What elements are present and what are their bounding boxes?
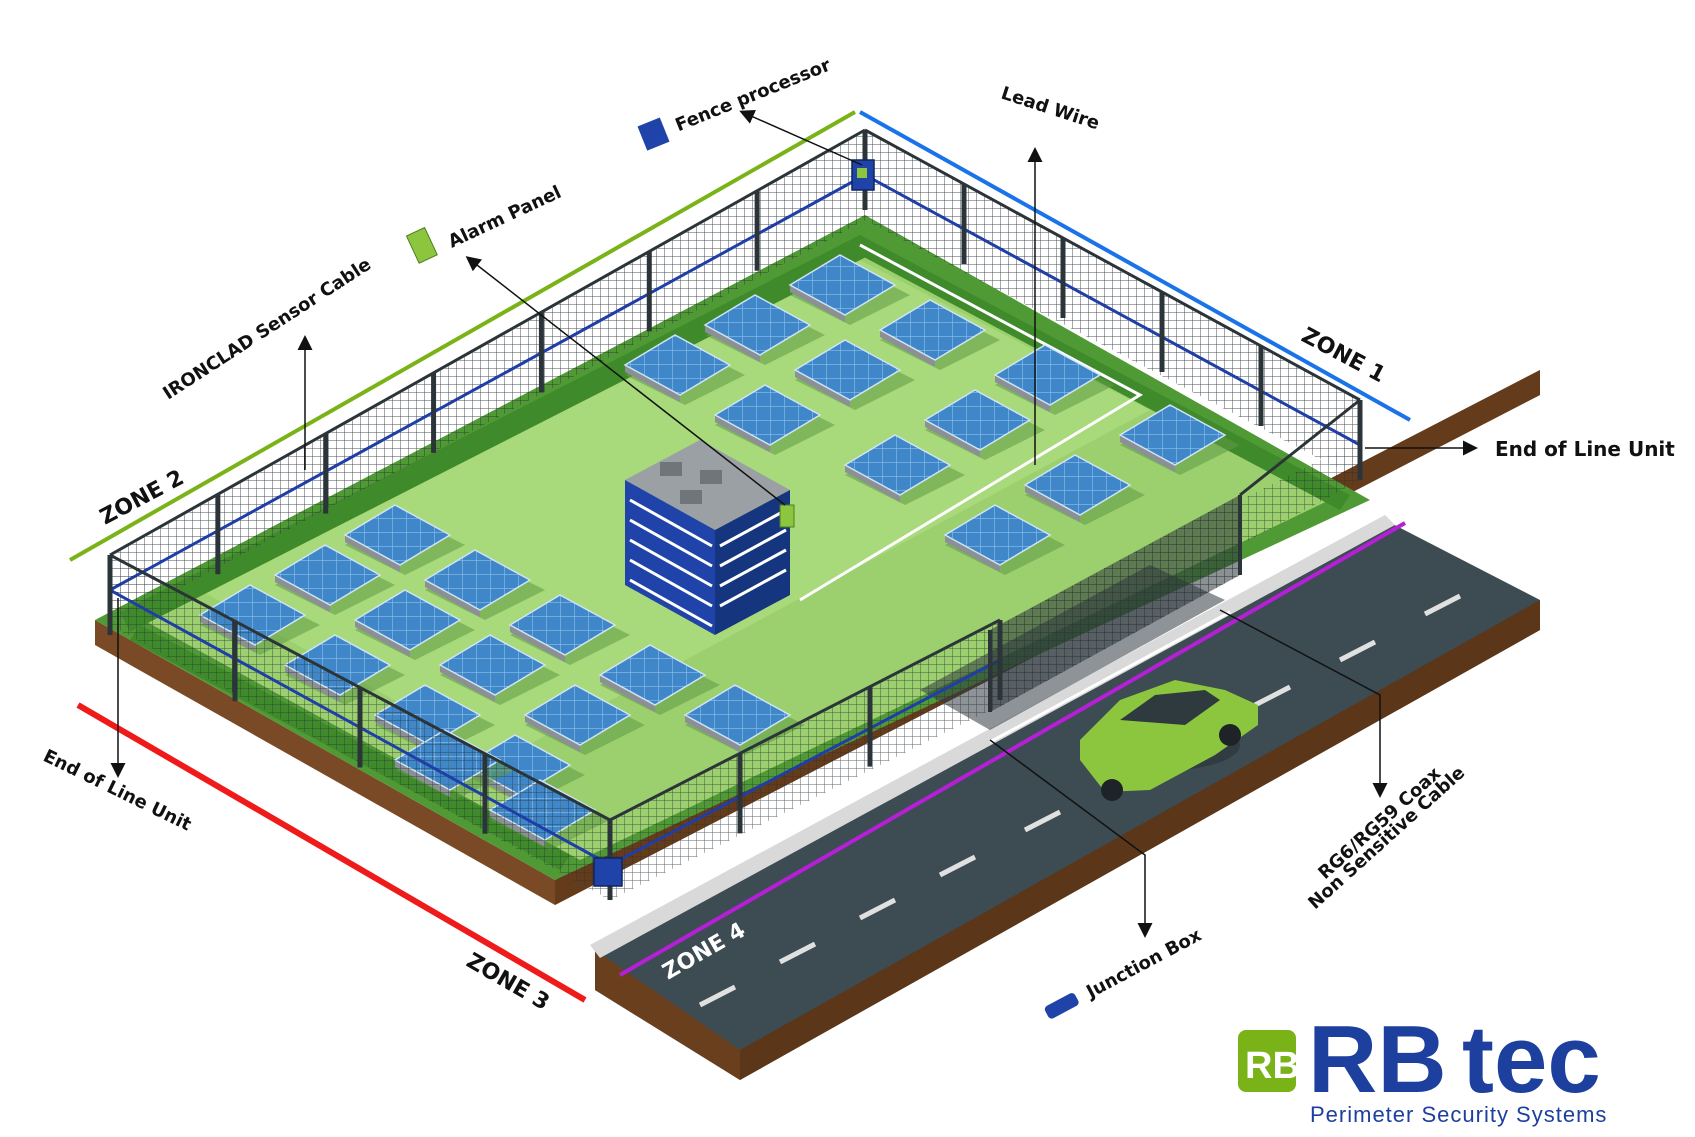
solar-panel-icon (343, 504, 465, 575)
zone1-line (859, 110, 1411, 422)
fence-rail (864, 128, 1361, 402)
zone3-line (76, 702, 587, 1003)
alarm-panel-label: Alarm Panel (445, 182, 565, 253)
road (590, 515, 1540, 1080)
coax-label-line2: Non Sensitive Cable (1304, 762, 1469, 913)
eol-right-label: End of Line Unit (1495, 437, 1675, 461)
solar-panel-icon (523, 684, 645, 755)
solar-panel-icon (993, 344, 1115, 415)
fence-rail (1239, 398, 1361, 497)
curb (590, 515, 1395, 958)
callout-arrows (110, 109, 1478, 938)
fence-rail (109, 128, 866, 557)
lead-wire-label: Lead Wire (998, 83, 1102, 135)
car-icon (1080, 680, 1258, 801)
solar-panel-icon (788, 254, 910, 325)
logo-mark-icon (1238, 1030, 1296, 1092)
solar-panel-icon (878, 299, 1000, 370)
fence-processor-icon (637, 117, 670, 151)
solar-panel-icon (923, 389, 1045, 460)
solar-panel-icon (423, 549, 545, 620)
brand-logo: RB RB tec Perimeter Security Systems (1238, 1006, 1607, 1127)
legend-junction-box: Junction Box (1044, 925, 1205, 1019)
fence-zone4 (609, 440, 1360, 900)
service-path (799, 243, 1231, 744)
solar-panel-icon (438, 634, 560, 705)
logo-mark-text: RB (1245, 1045, 1300, 1087)
solar-panel-icon (598, 644, 720, 715)
legend-alarm-panel: Alarm Panel (405, 182, 565, 264)
junction-box-label: Junction Box (1081, 925, 1205, 1004)
zone4-line (619, 521, 1406, 977)
solar-panel-icon (353, 589, 475, 660)
brand-name-rb: RB (1308, 1006, 1447, 1113)
fence-rail (109, 553, 611, 822)
solar-panel-icon (1118, 404, 1240, 475)
junction-box-icon (1044, 993, 1079, 1019)
lane-markings (698, 593, 1462, 1008)
solar-panel-icon (1023, 454, 1145, 525)
fence-rail (609, 618, 1001, 822)
sensor-cable-label: IRONCLAD Sensor Cable (159, 254, 375, 404)
solar-panel-icon (703, 294, 825, 365)
solar-panel-icon (623, 334, 745, 405)
brand-tagline: Perimeter Security Systems (1310, 1102, 1607, 1127)
solar-panel-icon (843, 434, 965, 505)
fence-zone1 (864, 130, 1361, 480)
fence-posts (107, 128, 1363, 900)
brand-name-tec: tec (1462, 1006, 1601, 1113)
gate-icon (988, 495, 1242, 712)
legend-fence-processor: Fence processor (637, 55, 834, 151)
solar-panel-icon (943, 504, 1065, 575)
zone2-line (69, 110, 856, 562)
fence-zone2 (109, 130, 866, 625)
solar-panel-icon (793, 339, 915, 410)
fence-processor-icon (851, 159, 875, 191)
fence-processor-label: Fence processor (672, 55, 833, 136)
solar-panel-icon (508, 594, 630, 665)
building-icon (625, 440, 790, 635)
solar-panel-icon (713, 384, 835, 455)
alarm-panel-icon (405, 226, 438, 264)
zone3-label: ZONE 3 (462, 949, 553, 1016)
junction-box-icon (593, 857, 623, 887)
solar-panel-icon (273, 544, 395, 615)
alarm-panel-icon (779, 504, 795, 528)
